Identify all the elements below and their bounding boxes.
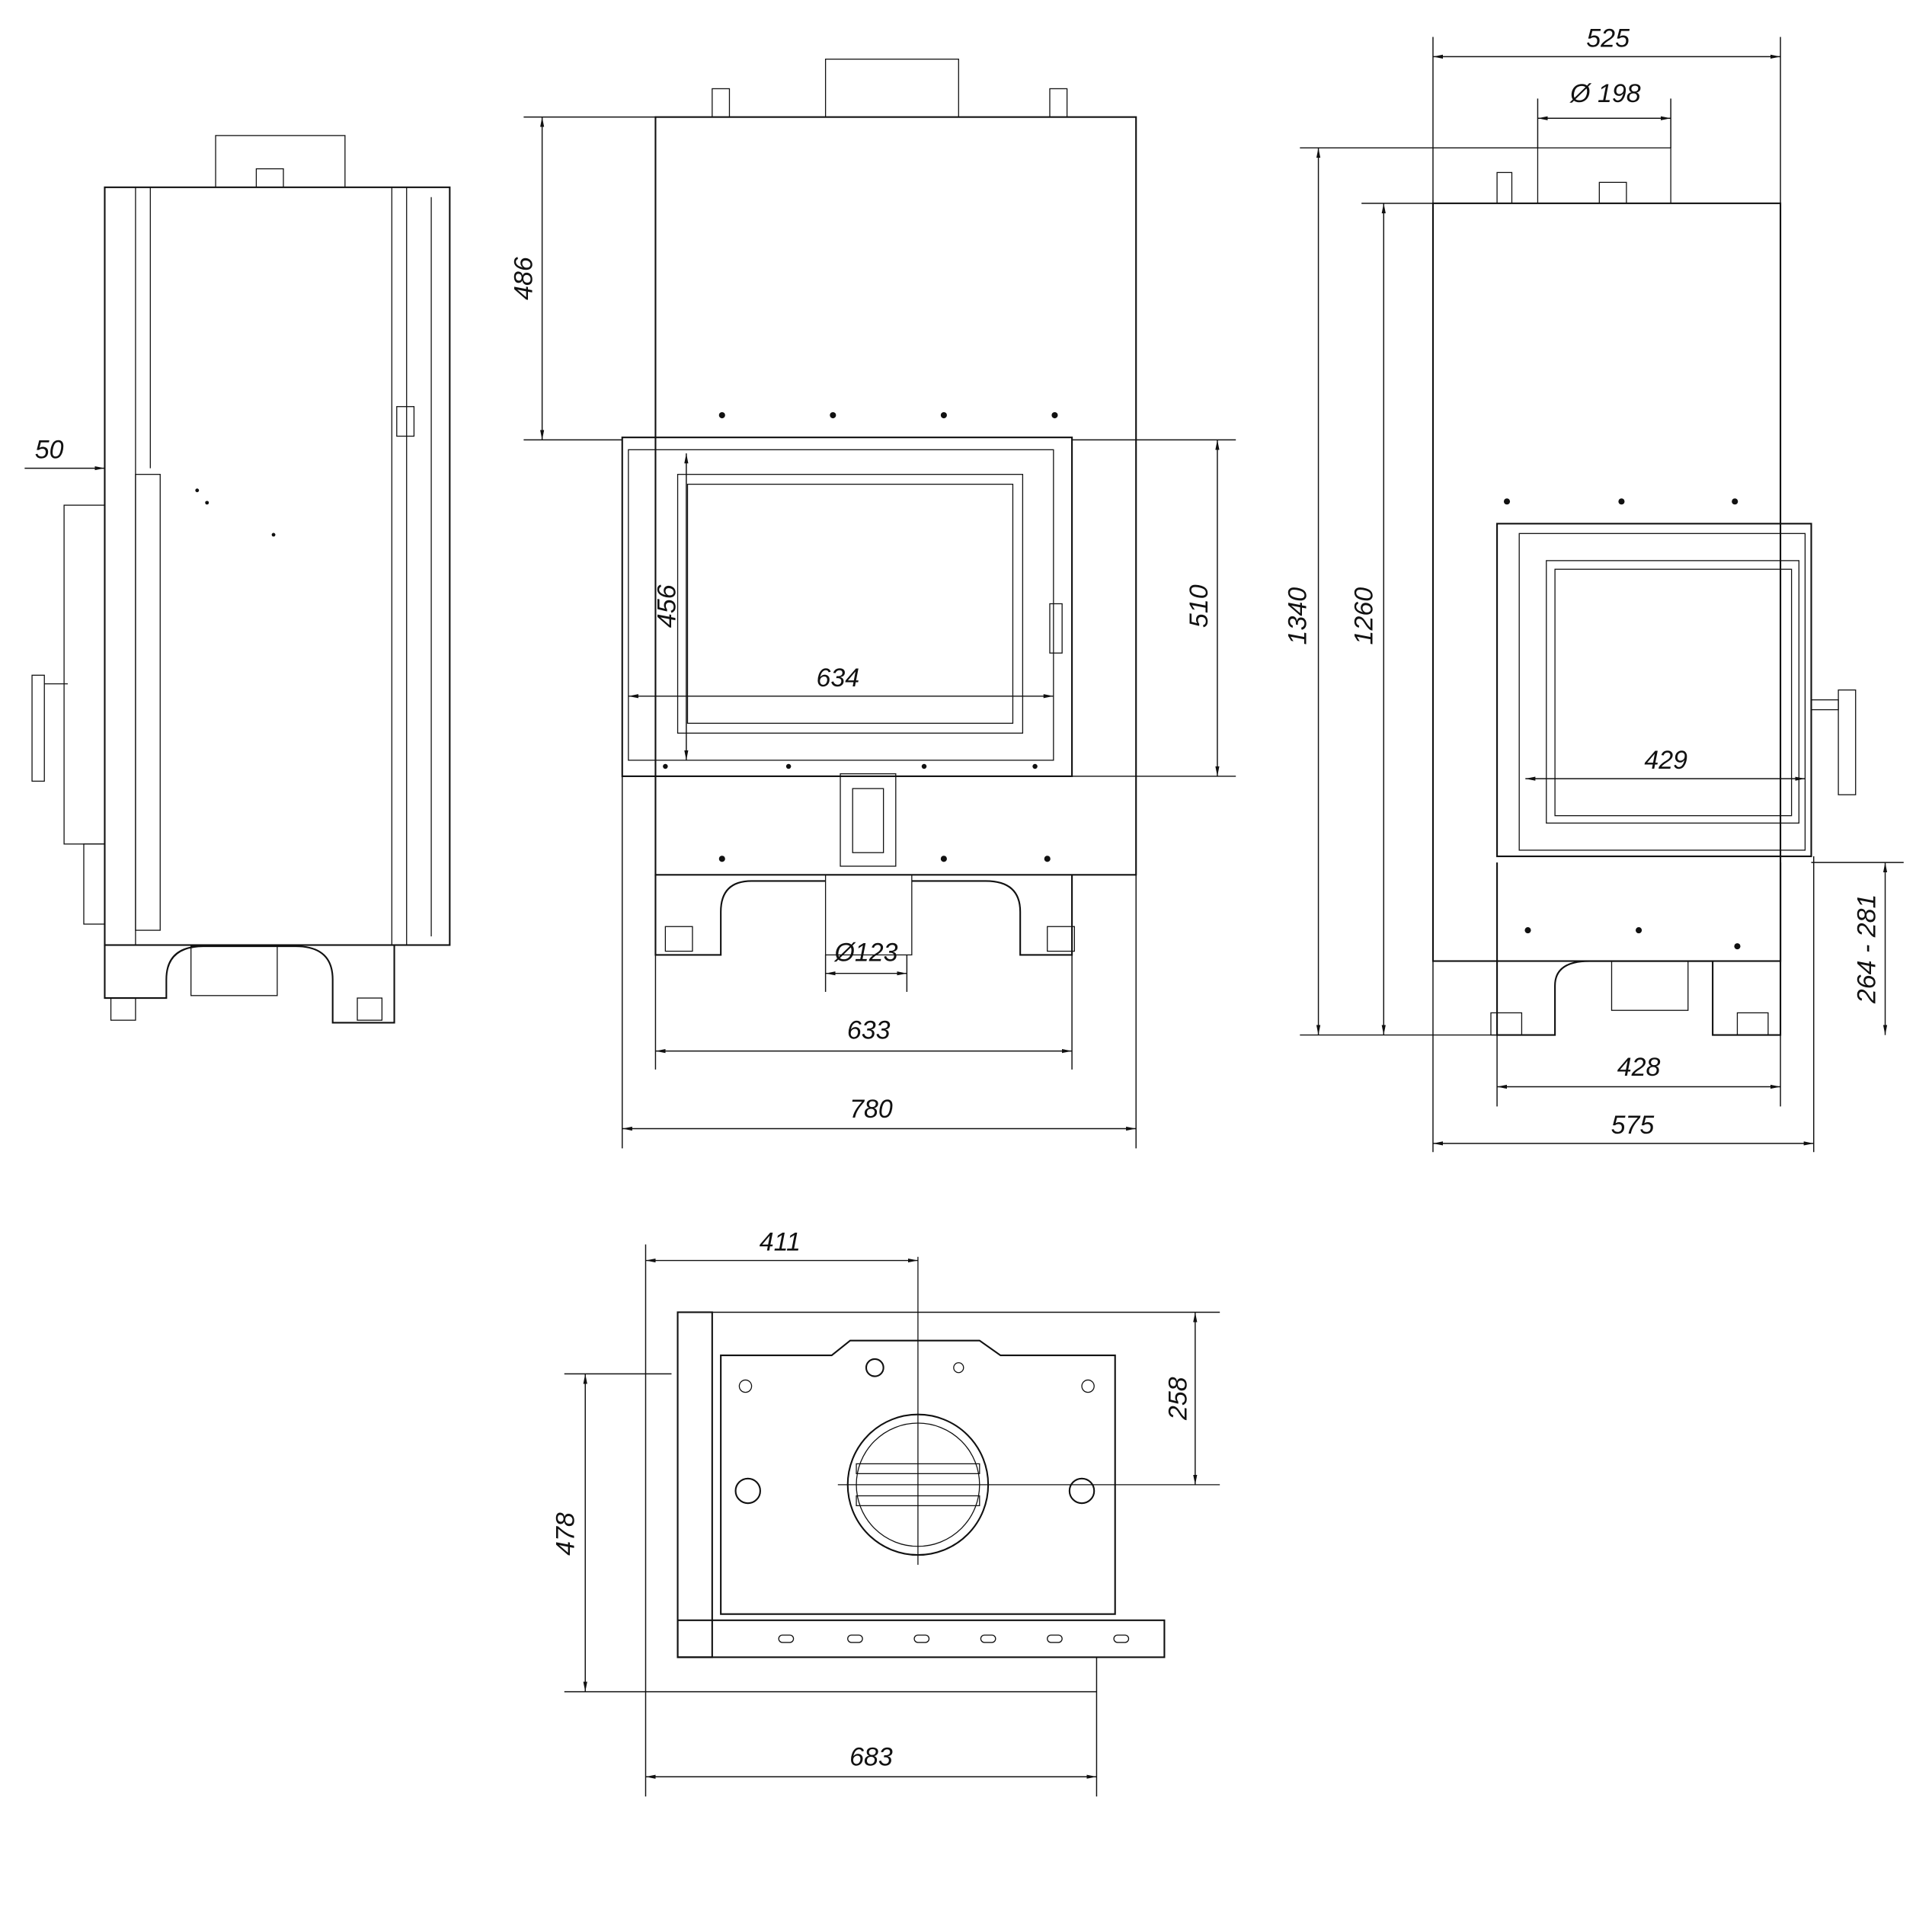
dim-glass-height: 456	[652, 584, 681, 628]
dim-side-offset: 50	[35, 436, 64, 465]
right-view: 525 Ø 198 1340 1260 429 264 - 281 428 57…	[1283, 24, 1904, 1153]
dim-flue-offset-y: 258	[1164, 1377, 1193, 1421]
dim-top-width: 525	[1586, 24, 1630, 53]
dim-right-total-width: 575	[1611, 1111, 1655, 1140]
dim-base-height-range: 264 - 281	[1853, 894, 1882, 1004]
dim-air-inlet: Ø123	[833, 939, 897, 968]
dim-total-width: 780	[849, 1095, 893, 1124]
top-view: 411 258 478 683	[552, 1228, 1220, 1797]
dim-top-width: 683	[849, 1743, 893, 1772]
dim-body-height: 1260	[1350, 587, 1379, 645]
dim-glass-width: 634	[816, 664, 859, 693]
dim-depth: 478	[552, 1512, 581, 1556]
dim-door-height: 510	[1185, 584, 1214, 628]
dim-top-height: 486	[510, 257, 539, 300]
dim-right-glass-width: 429	[1644, 746, 1687, 775]
dim-total-height: 1340	[1283, 587, 1312, 645]
front-view: 486 456 634 510 Ø123 633 780	[510, 58, 1236, 1149]
side-view: 50	[24, 135, 451, 1024]
dim-flue-diameter: Ø 198	[1569, 79, 1641, 108]
dim-right-base-width: 428	[1617, 1053, 1661, 1082]
dim-flue-offset-x: 411	[760, 1228, 801, 1257]
dim-base-width: 633	[847, 1016, 891, 1044]
